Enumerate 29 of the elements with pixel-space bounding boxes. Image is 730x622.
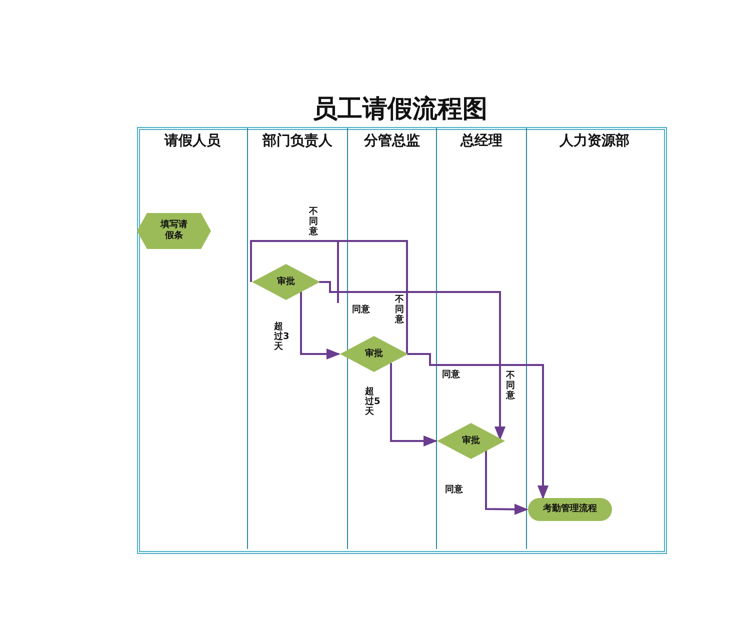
node-label: 审批 xyxy=(462,436,480,446)
flow-note: 不同意 xyxy=(309,208,319,238)
flow-note: 同意 xyxy=(445,486,463,496)
lane-header: 部门负责人 xyxy=(261,132,334,150)
node-label: 考勤管理流程 xyxy=(543,504,597,515)
lane-header: 分管总监 xyxy=(362,132,421,150)
diagram-title: 员工请假流程图 xyxy=(312,94,488,125)
connector-arrow xyxy=(407,353,549,500)
flow-note: 不同意 xyxy=(506,372,516,402)
start-hexagon xyxy=(137,213,211,249)
terminal-shape xyxy=(528,498,612,521)
node-label: 审批 xyxy=(365,348,383,360)
flow-note: 同意 xyxy=(352,306,370,316)
decision-diamond xyxy=(252,264,320,300)
flow-note: 超过5天 xyxy=(365,388,381,418)
node-label: 审批 xyxy=(277,276,295,288)
flow-note: 不同意 xyxy=(395,296,405,326)
connector-arrow xyxy=(319,281,506,440)
decision-diamond xyxy=(340,336,408,372)
node-label: 填写请假条 xyxy=(159,220,188,242)
lane-header: 总经理 xyxy=(459,132,504,150)
decision-diamond xyxy=(437,423,505,459)
connector-arrow xyxy=(390,363,438,447)
lane-header: 请假人员 xyxy=(163,132,222,150)
flow-note: 超过3天 xyxy=(274,323,290,353)
connector-arrow xyxy=(485,450,528,515)
flow-note: 同意 xyxy=(442,371,460,381)
lane-header: 人力资源部 xyxy=(558,132,630,150)
connector-arrow xyxy=(300,291,340,360)
